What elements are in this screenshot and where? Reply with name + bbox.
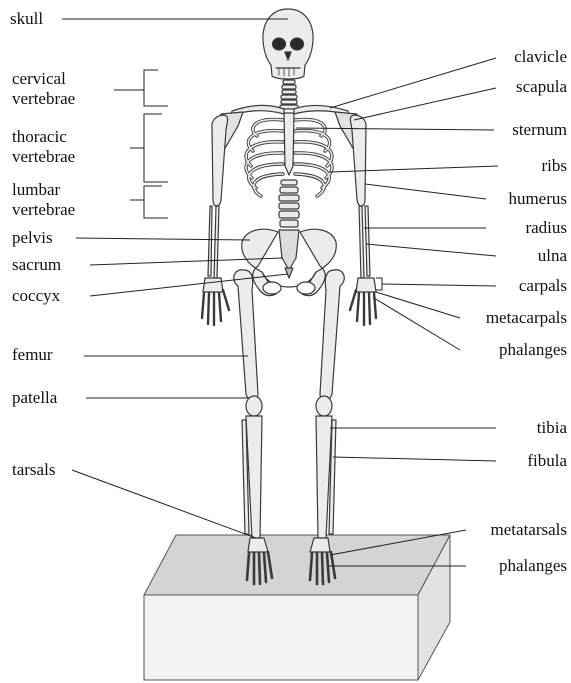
label-phalanges-hand: phalanges bbox=[499, 340, 567, 359]
label-pelvis: pelvis bbox=[12, 228, 53, 247]
label-cervical-line1: cervical bbox=[12, 69, 66, 88]
label-lumbar-line1: lumbar bbox=[12, 180, 60, 199]
radius-bone-left bbox=[208, 206, 212, 276]
skeleton bbox=[202, 9, 376, 584]
label-tibia: tibia bbox=[537, 418, 567, 437]
label-carpals: carpals bbox=[519, 276, 567, 295]
cervical-vertebrae-bone bbox=[280, 80, 298, 109]
patella-bone-right bbox=[316, 396, 332, 416]
label-coccyx: coccyx bbox=[12, 286, 60, 305]
lumbar-vertebrae-bone bbox=[279, 180, 299, 227]
label-fibula: fibula bbox=[527, 451, 567, 470]
ulna-bone-left bbox=[214, 206, 219, 278]
coccyx-bone bbox=[285, 268, 293, 278]
label-cervical-line2: vertebrae bbox=[12, 89, 75, 108]
label-metatarsals: metatarsals bbox=[491, 520, 567, 539]
label-patella: patella bbox=[12, 388, 57, 407]
ulna-bone bbox=[359, 206, 364, 278]
label-scapula: scapula bbox=[516, 77, 567, 96]
box-front bbox=[144, 595, 418, 680]
label-humerus: humerus bbox=[508, 189, 567, 208]
label-femur: femur bbox=[12, 345, 53, 364]
box-top bbox=[144, 535, 450, 595]
label-sacrum: sacrum bbox=[12, 255, 61, 274]
label-skull: skull bbox=[10, 9, 43, 28]
radius-bone bbox=[365, 206, 370, 276]
label-ribs: ribs bbox=[542, 156, 568, 175]
hand-right bbox=[350, 278, 376, 325]
label-phalanges-foot: phalanges bbox=[499, 556, 567, 575]
label-thoracic-line1: thoracic bbox=[12, 127, 67, 146]
label-thoracic-line2: vertebrae bbox=[12, 147, 75, 166]
sternum-bone bbox=[284, 113, 294, 175]
label-metacarpals: metacarpals bbox=[486, 308, 567, 327]
label-ulna: ulna bbox=[538, 246, 567, 265]
patella-bone bbox=[246, 396, 262, 416]
label-radius: radius bbox=[525, 218, 567, 237]
femur-bone-left bbox=[234, 270, 258, 400]
femur-bone bbox=[320, 270, 344, 400]
label-lumbar-line2: vertebrae bbox=[12, 200, 75, 219]
pedestal-box bbox=[144, 535, 450, 680]
label-sternum: sternum bbox=[512, 120, 567, 139]
label-tarsals: tarsals bbox=[12, 460, 55, 479]
sacrum-bone bbox=[279, 230, 299, 270]
humerus-bone-left bbox=[212, 115, 228, 206]
label-clavicle: clavicle bbox=[514, 47, 567, 66]
hand-left bbox=[202, 278, 229, 325]
